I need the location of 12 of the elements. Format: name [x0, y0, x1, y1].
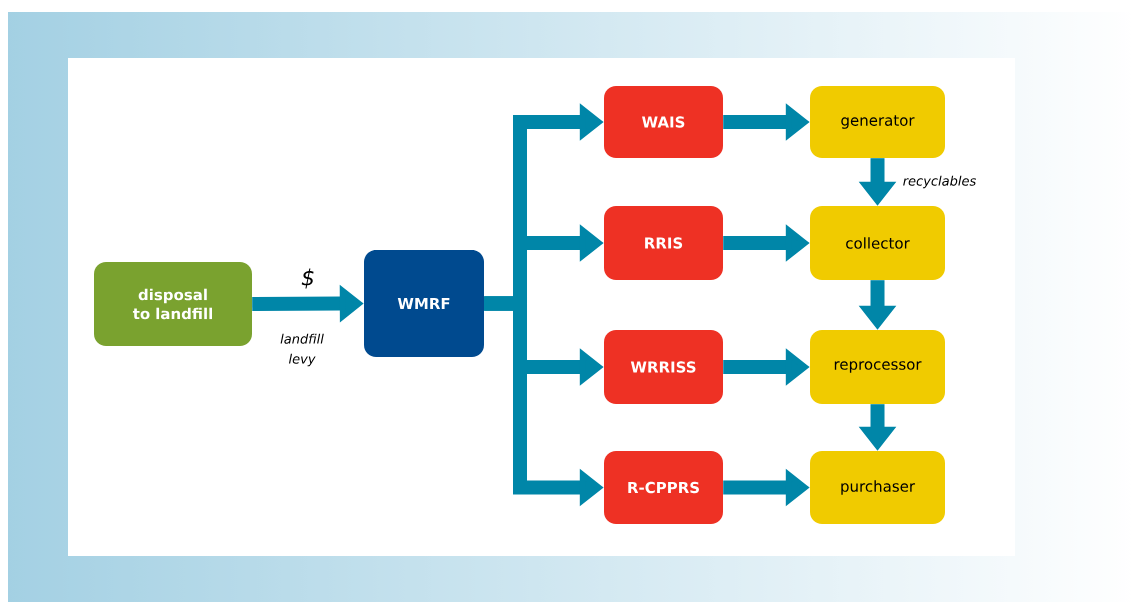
- scheme-box: R-CPPRS: [604, 451, 723, 524]
- process-box: WMRF: [364, 250, 484, 357]
- stage-box: reprocessor: [810, 330, 945, 404]
- scheme-box: WRRISS: [604, 330, 723, 404]
- stage-box: generator: [810, 86, 945, 158]
- scheme-box: WAIS: [604, 86, 723, 158]
- stage-box: collector: [810, 206, 945, 280]
- scheme-box: RRIS: [604, 206, 723, 280]
- note-label: landfill levy: [280, 333, 324, 367]
- stage-box: purchaser: [810, 451, 945, 524]
- edge-label: $: [300, 267, 316, 290]
- process-box: disposal to landfill: [94, 262, 252, 346]
